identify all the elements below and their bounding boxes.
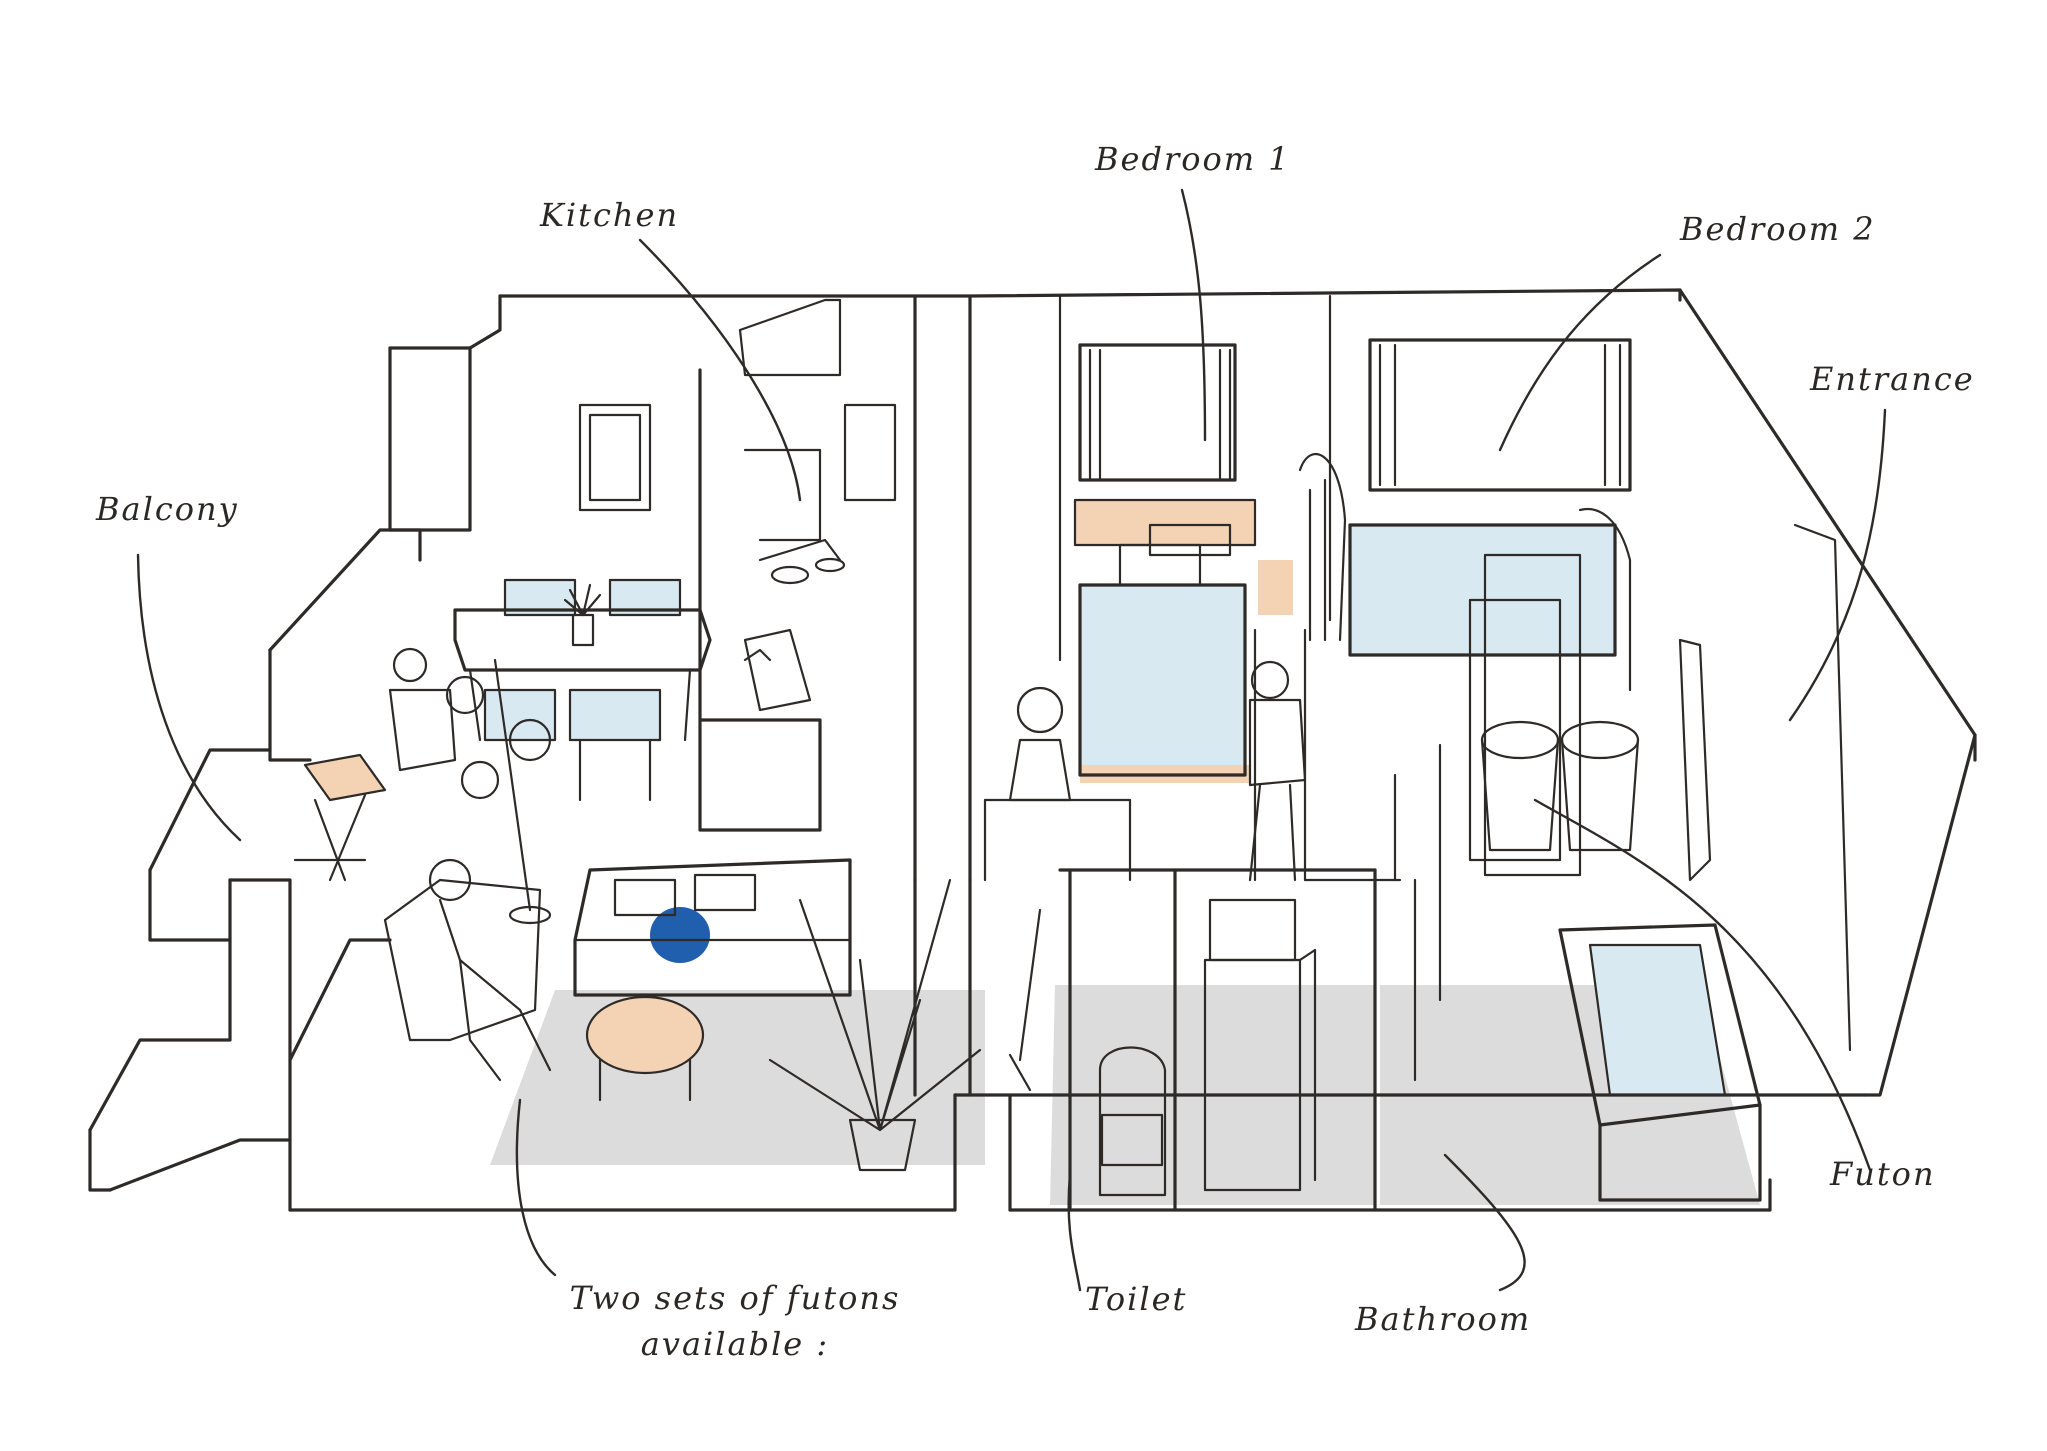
balcony-furniture bbox=[293, 647, 457, 882]
bedroom-2 bbox=[1248, 338, 1632, 882]
label-bathroom: Bathroom bbox=[1355, 1300, 1532, 1338]
toilet-area bbox=[1008, 898, 1317, 1197]
bed-2 bbox=[1350, 525, 1615, 655]
dining-chair-seat bbox=[485, 690, 555, 740]
bedroom-1 bbox=[983, 343, 1257, 882]
leader-lines bbox=[136, 188, 1887, 1292]
potted-plant bbox=[768, 878, 982, 1172]
bed-headboard bbox=[1075, 500, 1255, 545]
living-area bbox=[383, 858, 852, 1102]
label-entrance: Entrance bbox=[1810, 360, 1975, 398]
blue-cushion bbox=[650, 907, 710, 963]
bathtub-water bbox=[1590, 945, 1725, 1095]
label-balcony: Balcony bbox=[96, 490, 239, 528]
nightstand bbox=[1258, 560, 1293, 615]
kitchen-area bbox=[578, 298, 897, 832]
label-futon: Futon bbox=[1830, 1155, 1936, 1193]
bathroom-area bbox=[1393, 743, 1762, 1202]
label-toilet: Toilet bbox=[1085, 1280, 1188, 1318]
bed-1 bbox=[1080, 585, 1245, 775]
dining-area bbox=[453, 578, 712, 802]
floor-lamp bbox=[445, 658, 552, 925]
balcony-stool bbox=[305, 755, 385, 800]
dining-chair-seat bbox=[570, 690, 660, 740]
label-futons-note: Two sets of futons available : bbox=[569, 1279, 901, 1363]
label-bedroom-2: Bedroom 2 bbox=[1680, 210, 1876, 248]
label-kitchen: Kitchen bbox=[540, 196, 680, 234]
outer-walls bbox=[88, 288, 1977, 1212]
label-bedroom-1: Bedroom 1 bbox=[1095, 140, 1291, 178]
entrance-area bbox=[1468, 523, 1852, 1052]
coffee-table bbox=[587, 997, 703, 1073]
